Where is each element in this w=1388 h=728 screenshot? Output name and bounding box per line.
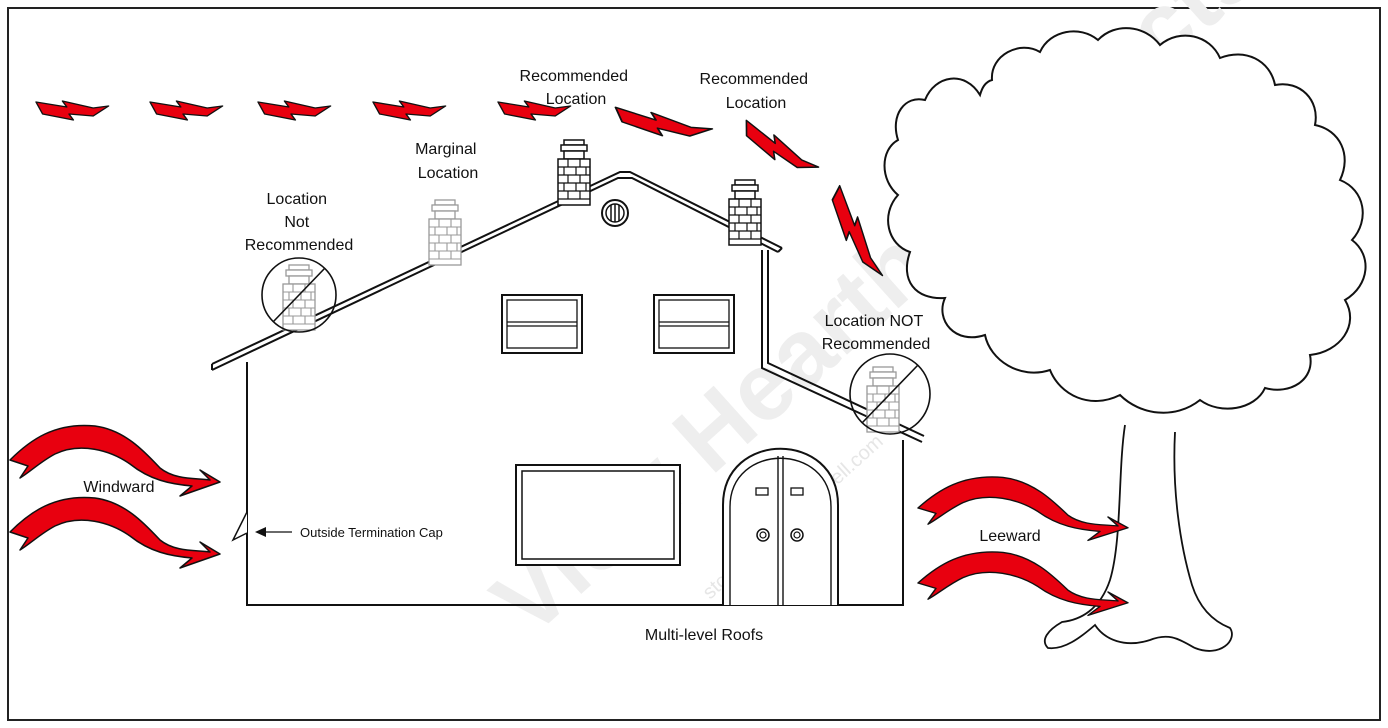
wind-arrow-icon xyxy=(35,100,110,121)
diagram-caption: Multi-level Roofs xyxy=(645,627,763,644)
upper-window-right xyxy=(653,294,735,354)
location-not-recommended-label: Location Not Recommended xyxy=(245,191,354,254)
leeward-label: Leeward xyxy=(979,528,1040,545)
outside-termination-cap-label: Outside Termination Cap xyxy=(300,525,443,540)
wind-arrow-icon xyxy=(611,105,715,145)
chimney-icon xyxy=(866,366,900,433)
chimney-icon xyxy=(428,199,462,266)
chimney-icon xyxy=(557,139,591,206)
wind-arrow-icon xyxy=(9,496,221,569)
chimney-not-recommended-left xyxy=(261,257,337,333)
diagram-frame xyxy=(7,7,1381,721)
lower-window xyxy=(515,464,681,566)
recommended-location-label-2: Recommended Location xyxy=(700,71,813,112)
wind-arrow-icon xyxy=(372,100,447,121)
round-vent-icon xyxy=(601,199,629,227)
wind-arrow-icon xyxy=(917,551,1129,617)
house-icon xyxy=(211,171,925,606)
wind-arrow-icon xyxy=(257,100,332,121)
wind-arrow-icon xyxy=(735,118,823,182)
upper-window-left xyxy=(501,294,583,354)
double-door xyxy=(722,447,839,605)
location-not-recommended-lower-label: Location NOT Recommended xyxy=(822,313,931,353)
prohibited-icon xyxy=(261,257,337,333)
chimney-icon xyxy=(728,179,762,246)
wind-arrow-icon xyxy=(149,100,224,121)
termination-cap-icon xyxy=(231,511,248,542)
chimney-icon xyxy=(282,264,316,331)
prohibited-icon xyxy=(849,353,931,435)
windward-label: Windward xyxy=(83,479,154,496)
chimney-not-recommended-right xyxy=(849,353,931,435)
termination-cap-pointer xyxy=(255,527,292,537)
windward-arrows xyxy=(9,424,221,569)
marginal-location-label: Marginal Location xyxy=(415,141,481,182)
tree-icon xyxy=(883,27,1367,652)
recommended-location-label-1: Recommended Location xyxy=(520,68,633,108)
leeward-arrows xyxy=(917,476,1129,617)
